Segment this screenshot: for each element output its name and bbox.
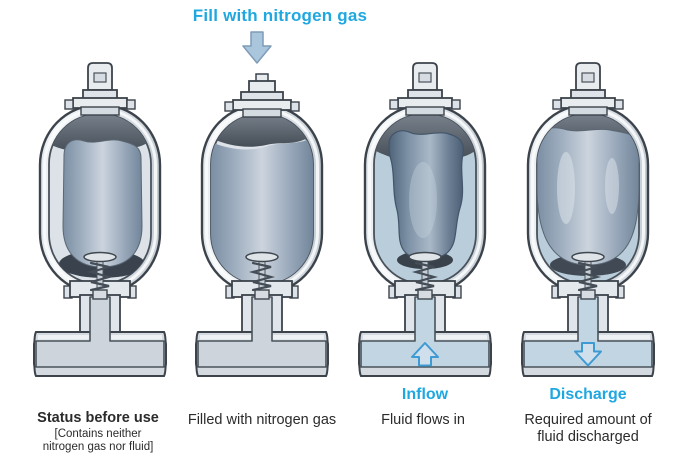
poppet-valve (245, 251, 279, 300)
poppet-valve (408, 251, 442, 300)
discharge-label: Discharge (549, 386, 627, 403)
poppet-disk (571, 251, 605, 263)
shell-interior (49, 114, 151, 278)
poppet-disk (408, 251, 442, 263)
gas-valve (552, 62, 624, 116)
accumulator-illustration (33, 62, 167, 377)
caption-discharge: Required amount of fluid discharged (524, 412, 652, 446)
fill-nitrogen-arrow-icon (242, 31, 272, 64)
pipe-bore (523, 296, 653, 368)
poppet-disk (83, 251, 117, 263)
poppet-valve (83, 251, 117, 300)
poppet-disk (245, 251, 279, 263)
pipe-bore (35, 296, 165, 368)
valve-spring (411, 261, 439, 292)
accumulator-illustration (358, 62, 492, 377)
caption-filled: Filled with nitrogen gas (187, 412, 337, 428)
bladder (62, 139, 143, 268)
diagram-title: Fill with nitrogen gas (192, 6, 368, 25)
bladder (211, 136, 313, 284)
caption-inflow: Fluid flows in (381, 412, 465, 428)
bladder-highlight (605, 158, 619, 214)
shell-interior (211, 114, 313, 284)
discharge-arrow-icon (574, 342, 602, 367)
bladder-highlight (409, 162, 437, 238)
bladder (537, 127, 639, 266)
accumulator-stage-discharge (508, 60, 668, 400)
pipe-bore (197, 296, 327, 368)
caption-before-use-text: Status before use (37, 410, 159, 426)
poppet-valve (571, 251, 605, 300)
valve-nut (580, 289, 596, 300)
accumulator-illustration (195, 73, 329, 377)
bladder (388, 130, 465, 260)
pipe-bore (360, 296, 490, 368)
inflow-label: Inflow (401, 386, 449, 403)
bladder-highlight (557, 152, 575, 224)
accumulator-stage-inflow (345, 60, 505, 400)
valve-spring (86, 261, 114, 292)
valve-spring (574, 261, 602, 292)
accumulator-illustration (521, 62, 655, 377)
gas-space-dark (211, 114, 313, 147)
gas-valve-capped (224, 73, 300, 118)
shell-interior (537, 114, 639, 276)
gas-valve (389, 62, 461, 116)
valve-nut (417, 289, 433, 300)
valve-nut (92, 289, 108, 300)
caption-before-use: Status before use [Contains neither nitr… (13, 410, 183, 455)
inflow-arrow-icon (411, 342, 439, 367)
valve-spring (248, 261, 276, 292)
accumulator-stage-before-use (20, 60, 180, 400)
gas-valve (64, 62, 136, 116)
accumulator-stage-filled (182, 60, 342, 400)
valve-nut (254, 289, 270, 300)
caption-before-use-note: [Contains neither nitrogen gas nor fluid… (42, 428, 154, 454)
